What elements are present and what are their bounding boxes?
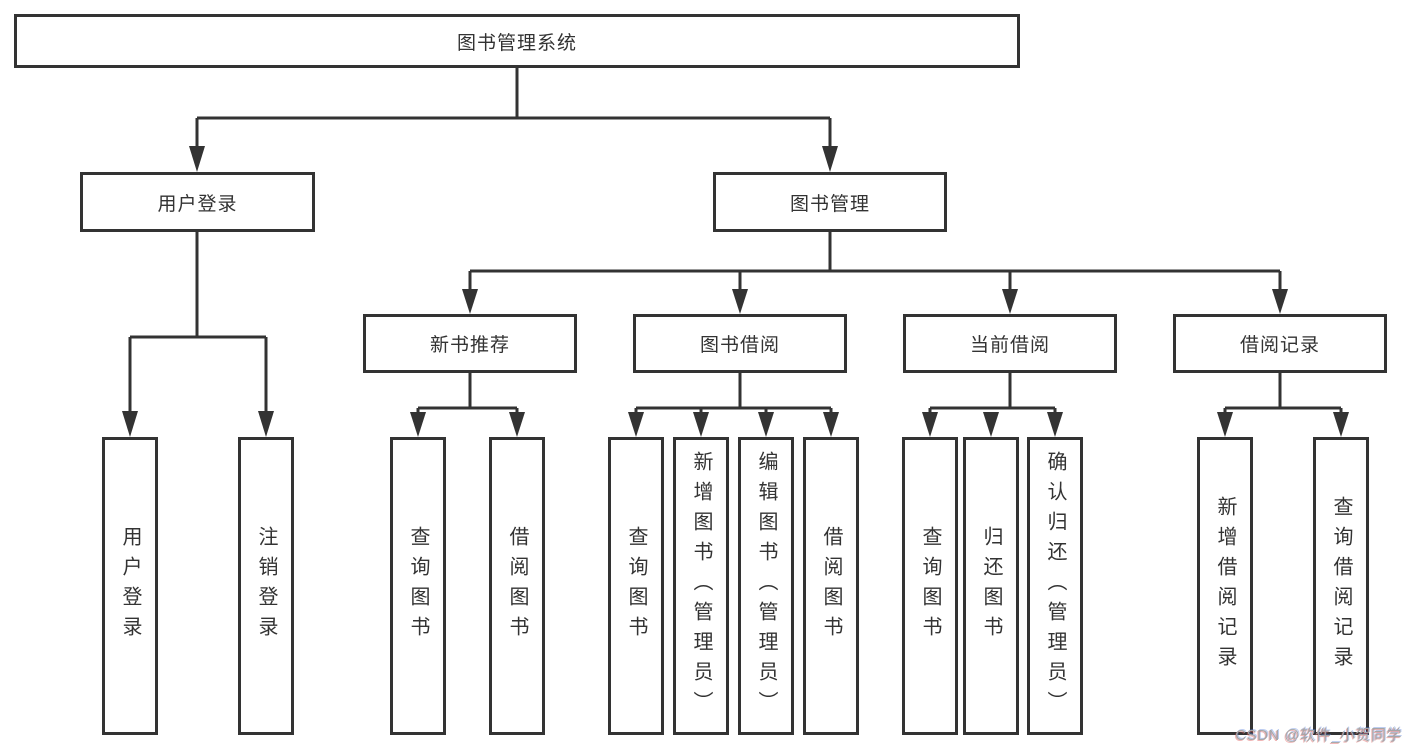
connector-current-borrow bbox=[928, 373, 1057, 414]
leaf-add-book-admin-label: 新增图书（管理员） bbox=[690, 451, 712, 721]
node-system-root: 图书管理系统 bbox=[14, 14, 1020, 68]
connector-new-book-recommend bbox=[416, 373, 519, 414]
connector-new-book-recommend-arrowheads bbox=[410, 412, 525, 437]
leaf-logout-login: 注销登录 bbox=[238, 437, 294, 735]
leaf-borrow-book: 借阅图书 bbox=[803, 437, 859, 735]
leaf-query-book-borrow-label: 查询图书 bbox=[625, 526, 647, 646]
connector-root-arrowheads bbox=[189, 146, 838, 172]
leaf-logout-login-label: 注销登录 bbox=[255, 526, 277, 646]
leaf-query-book-recommend: 查询图书 bbox=[390, 437, 446, 735]
connector-root bbox=[195, 68, 832, 150]
leaf-edit-book-admin: 编辑图书（管理员） bbox=[738, 437, 794, 735]
connector-current-borrow-arrowheads bbox=[922, 412, 1063, 437]
leaf-query-borrow-record-label: 查询借阅记录 bbox=[1330, 496, 1352, 676]
leaf-query-book-recommend-label: 查询图书 bbox=[407, 526, 429, 646]
connector-book-borrow-arrowheads bbox=[628, 412, 839, 437]
leaf-user-login-label: 用户登录 bbox=[119, 526, 141, 646]
connector-borrow-records bbox=[1223, 373, 1343, 414]
leaf-confirm-return-admin-label: 确认归还（管理员） bbox=[1044, 451, 1066, 721]
node-borrow-records: 借阅记录 bbox=[1173, 314, 1387, 373]
watermark-text: CSDN @软件_小贺同学 bbox=[1235, 727, 1402, 744]
connector-book-borrow bbox=[634, 373, 833, 414]
connector-borrow-records-arrowheads bbox=[1217, 412, 1349, 437]
connector-book-management bbox=[468, 232, 1282, 292]
leaf-borrow-book-recommend: 借阅图书 bbox=[489, 437, 545, 735]
leaf-borrow-book-recommend-label: 借阅图书 bbox=[506, 526, 528, 646]
leaf-query-book-borrow: 查询图书 bbox=[608, 437, 664, 735]
connector-book-management-arrowheads bbox=[462, 289, 1288, 314]
node-new-book-recommend-label: 新书推荐 bbox=[429, 335, 510, 356]
node-user-login-label: 用户登录 bbox=[157, 193, 238, 215]
leaf-borrow-book-label: 借阅图书 bbox=[820, 526, 842, 646]
node-borrow-records-label: 借阅记录 bbox=[1239, 335, 1320, 356]
connector-user-login-arrowheads bbox=[122, 411, 274, 437]
node-book-management: 图书管理 bbox=[713, 172, 947, 232]
leaf-return-book-label: 归还图书 bbox=[980, 526, 1002, 646]
leaf-query-book-current: 查询图书 bbox=[902, 437, 958, 735]
leaf-query-borrow-record: 查询借阅记录 bbox=[1313, 437, 1369, 735]
leaf-return-book: 归还图书 bbox=[963, 437, 1019, 735]
node-new-book-recommend: 新书推荐 bbox=[363, 314, 577, 373]
leaf-user-login: 用户登录 bbox=[102, 437, 158, 735]
leaf-add-borrow-record-label: 新增借阅记录 bbox=[1214, 496, 1236, 676]
leaf-add-borrow-record: 新增借阅记录 bbox=[1197, 437, 1253, 735]
leaf-confirm-return-admin: 确认归还（管理员） bbox=[1027, 437, 1083, 735]
node-book-management-label: 图书管理 bbox=[789, 193, 870, 215]
node-current-borrow: 当前借阅 bbox=[903, 314, 1117, 373]
node-system-root-label: 图书管理系统 bbox=[456, 32, 577, 54]
node-book-borrow-label: 图书借阅 bbox=[699, 335, 780, 356]
leaf-add-book-admin: 新增图书（管理员） bbox=[673, 437, 729, 735]
connector-user-login bbox=[128, 232, 268, 414]
node-current-borrow-label: 当前借阅 bbox=[969, 335, 1050, 356]
node-user-login: 用户登录 bbox=[80, 172, 315, 232]
node-book-borrow: 图书借阅 bbox=[633, 314, 847, 373]
leaf-query-book-current-label: 查询图书 bbox=[919, 526, 941, 646]
leaf-edit-book-admin-label: 编辑图书（管理员） bbox=[755, 451, 777, 721]
